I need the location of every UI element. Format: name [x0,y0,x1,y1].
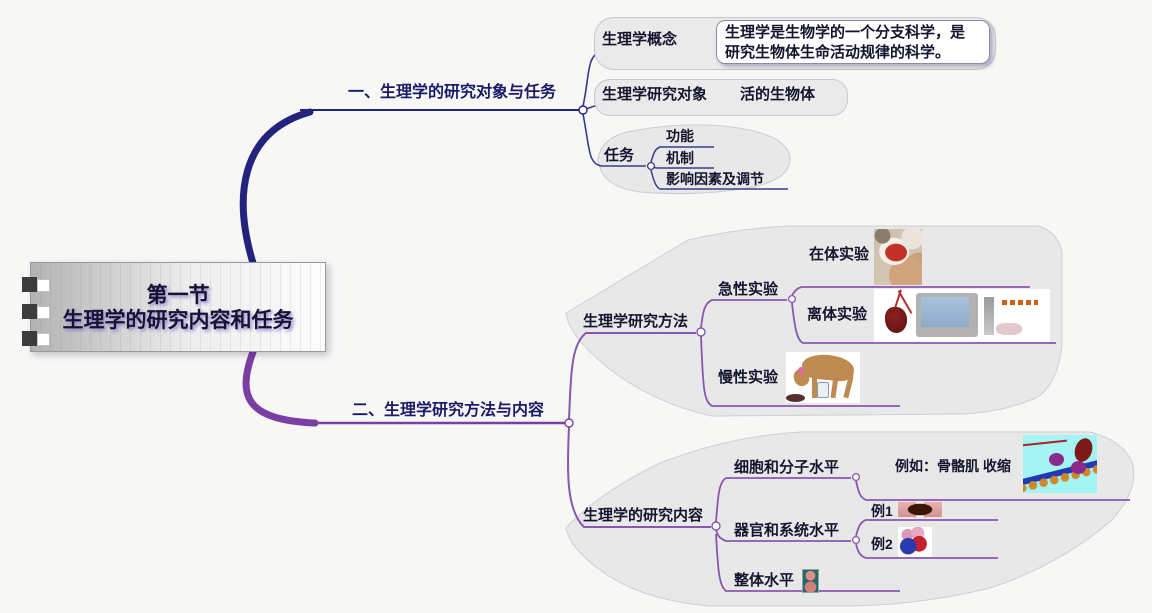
acute-connector [700,299,787,329]
organ-level-topic[interactable]: 器官和系统水平 [734,522,840,539]
concept-description-line1: 生理学是生物学的一个分支科学，是 [725,24,966,41]
food-dish [786,394,805,402]
chronic-topic[interactable]: 慢性实验 [718,369,779,386]
myosin-line [1023,439,1067,447]
tray-shape [996,323,1022,335]
central-topic-line1: 第一节 [146,281,210,307]
cell-connector [715,477,851,523]
central-notch-2 [22,304,50,319]
branch2-curve [242,348,319,427]
central-notch-1 [22,277,50,292]
orange-caption-marks [1002,300,1038,305]
branch1-curve [239,108,314,267]
equipment-shape [984,297,994,335]
task-item3-connector [650,169,788,190]
central-notch-3 [22,331,50,346]
myosin-bulb [1071,435,1096,465]
methods-connector [568,332,696,420]
collection-jar [817,382,829,398]
organ-connector [715,529,851,542]
object-topic[interactable]: 生理学研究对象 [602,86,708,103]
task-item1-connector [650,146,714,163]
branch2-topic[interactable]: 二、生理学研究方法与内容 [352,402,545,419]
myosin-head [1071,461,1086,474]
object-value-topic[interactable]: 活的生物体 [740,86,816,103]
content-topic[interactable]: 生理学的研究内容 [583,507,704,524]
animal-surgery-image[interactable] [874,229,922,285]
cell-level-topic[interactable]: 细胞和分子水平 [734,459,840,476]
muscle-molecule-image[interactable] [1023,435,1097,493]
isolated-organ-image[interactable] [874,289,1050,342]
methods-group-boundary [565,225,1063,417]
task-topic[interactable]: 任务 [604,147,635,164]
methods-toggle[interactable] [696,327,706,337]
monitor-shape [916,293,978,337]
concept-description-box[interactable]: 生理学是生物学的一个分支科学，是 研究生物体生命活动规律的科学。 [716,20,990,64]
branch2-toggle[interactable] [564,418,574,428]
branch1-toggle[interactable] [578,105,588,115]
task-toggle[interactable] [646,161,656,171]
organ-ex2-connector [855,543,998,559]
methods-topic[interactable]: 生理学研究方法 [583,313,689,330]
whole-level-topic[interactable]: 整体水平 [734,572,795,589]
acute-toggle[interactable] [787,294,797,304]
task-item-mechanism[interactable]: 机制 [666,150,694,166]
dog-leg [812,376,817,398]
human-figure-image[interactable] [802,569,819,593]
organ-example2-topic[interactable]: 例2 [871,536,893,552]
myosin-head [1049,453,1064,466]
content-group-boundary [565,431,1135,607]
branch1-topic[interactable]: 一、生理学的研究对象与任务 [348,84,557,101]
pavlov-dog-image[interactable] [786,352,860,403]
object-bubble [594,79,848,116]
concept-topic[interactable]: 生理学概念 [602,31,678,48]
task-item-function[interactable]: 功能 [666,128,694,144]
content-connector [566,426,711,528]
exvivo-connector [791,302,1056,344]
concept-description-line2: 研究生物体生命活动规律的科学。 [725,44,951,61]
cell-example-topic[interactable]: 例如：骨骼肌 收缩 [895,458,1011,474]
whole-connector [715,533,900,592]
cell-toggle[interactable] [851,472,861,482]
acute-topic[interactable]: 急性实验 [718,281,779,298]
task-group-boundary [597,124,791,195]
dog-collar [798,367,804,375]
exvivo-topic[interactable]: 离体实验 [807,306,868,323]
invivo-connector [791,286,1030,296]
blood-vessel-image[interactable] [898,502,942,517]
task-connector [582,113,646,167]
organ-example1-topic[interactable]: 例1 [871,503,893,519]
organ-toggle[interactable] [851,535,861,545]
heart-image[interactable] [898,527,932,557]
chronic-connector [700,335,900,407]
central-topic[interactable]: 第一节 生理学的研究内容和任务 [22,262,326,352]
task-item-regulation[interactable]: 影响因素及调节 [666,171,764,187]
cell-example-connector [855,480,1130,501]
content-toggle[interactable] [711,521,721,531]
central-topic-line2: 生理学的研究内容和任务 [62,307,294,332]
organ-shape [885,307,907,333]
invivo-topic[interactable]: 在体实验 [809,246,870,263]
organ-ex1-connector [855,519,998,537]
